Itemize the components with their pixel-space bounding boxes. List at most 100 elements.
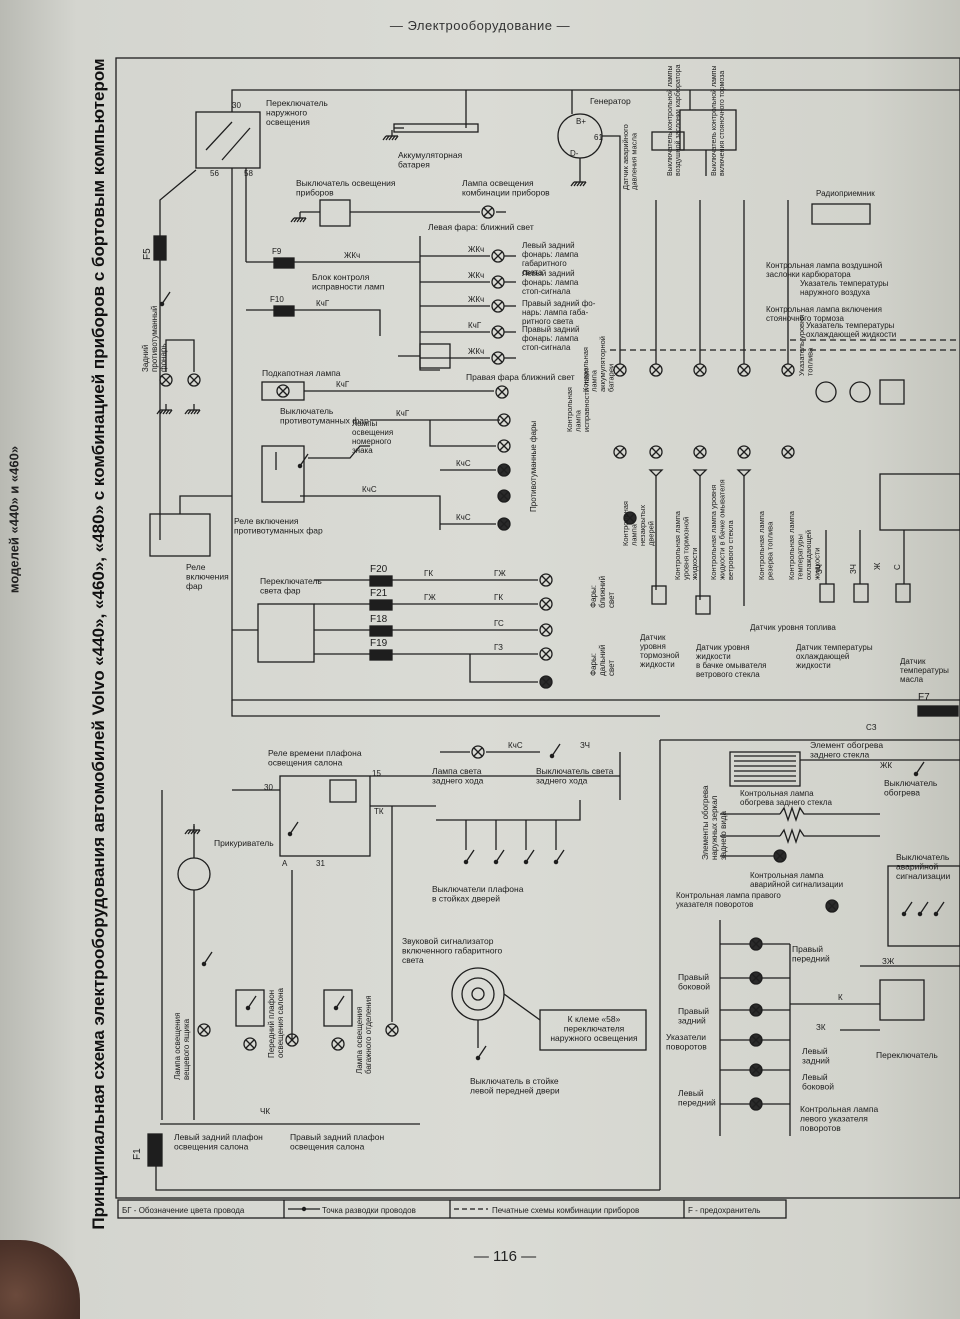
label-line: заднего хода [536, 776, 588, 786]
terminal-label: 31 [316, 859, 325, 868]
fuse-icon [369, 575, 393, 587]
label-line: заднего стекла [810, 750, 870, 760]
label-line: задний [802, 1056, 830, 1066]
carb-unit-icon [651, 131, 685, 151]
lamp-body [613, 363, 627, 377]
lamp-icon [491, 325, 505, 339]
switch-blade [935, 901, 945, 915]
label-line: поворотов [666, 1042, 707, 1052]
ground-hatch [187, 409, 192, 415]
mirror-heater-element [779, 827, 880, 845]
lamp-cross [695, 447, 705, 457]
label-line: передний [792, 954, 830, 964]
label-line: ритного света [522, 317, 574, 326]
ground-hatch [582, 181, 587, 187]
label-line: охлаждающей жидкости [806, 330, 896, 339]
wire-code: СЗ [866, 723, 877, 732]
lamp-icon [491, 299, 505, 313]
label-line: левой передней двери [470, 1086, 560, 1096]
lamp-cross [499, 519, 509, 529]
lamp-body [491, 249, 505, 263]
dome-relay-box [279, 775, 371, 857]
label-line: Подкапотная лампа [262, 368, 341, 378]
wire-code: Ж [873, 562, 882, 570]
gauge-icon [849, 381, 871, 403]
lamp-cross [625, 513, 635, 523]
ground-hatch [299, 217, 304, 223]
generator-icon [557, 113, 603, 159]
label-line: наружных зеркал [710, 795, 719, 860]
label-line: фонарь: лампа [522, 250, 579, 259]
fuse-icon [153, 235, 167, 261]
ground-hatch [290, 217, 295, 223]
label-line: К клеме «58» [568, 1014, 621, 1024]
lamp-body [491, 351, 505, 365]
lamp-body [781, 445, 795, 459]
switch-icon [297, 453, 309, 469]
label-line: Переключатель [876, 1050, 938, 1060]
terminal-label: В+ [576, 117, 586, 126]
wire-code: ЗК [816, 1023, 826, 1032]
label: Передний плафоносвещения салона [267, 987, 285, 1058]
ground-hatch [190, 409, 195, 415]
label-line: Звуковой сигнализатор [402, 936, 494, 946]
fuse-label: F21 [370, 588, 388, 599]
label-line: освещения салона [290, 1142, 365, 1152]
ground-hatch [570, 181, 575, 187]
lamp-body [471, 745, 485, 759]
lamp-cross [541, 575, 551, 585]
label: Правый задний фо-нарь: лампа габа-ритног… [522, 299, 596, 326]
lamp-body [539, 597, 553, 611]
lamp-body [539, 573, 553, 587]
lamp-icon [385, 1023, 399, 1037]
terminal-label: А [282, 859, 288, 868]
label-line: Лампа освещения [462, 178, 534, 188]
fuse-icon [273, 305, 295, 317]
ground-hatch [391, 135, 396, 141]
label-line: Реле включения [234, 516, 299, 526]
label-line: заднего хода [432, 776, 484, 786]
label-line: жидкости [640, 660, 675, 669]
lamp-body [385, 1023, 399, 1037]
lamp-cross [473, 747, 483, 757]
bus-56 [231, 168, 960, 701]
terminal-label: 56 [210, 169, 219, 178]
label-line: включения стояночного тормоза [719, 71, 726, 176]
lamp-icon [539, 597, 553, 611]
label: Правая фара ближний свет [466, 372, 575, 382]
lamp-body [491, 325, 505, 339]
label-line: нарь: лампа габа- [522, 308, 589, 317]
switch-lever [205, 121, 233, 151]
lamp-cross [278, 386, 288, 396]
lamp-cross [651, 365, 661, 375]
components [147, 109, 960, 1212]
label-line: давления масла [630, 132, 639, 190]
rear-fog-label: Заднийпротивотуманныйфонарь [141, 306, 168, 372]
fuse-label: F9 [272, 247, 282, 256]
lamp-cross [161, 375, 171, 385]
label-line: Правый [678, 1006, 709, 1016]
lamp-cross [287, 1035, 297, 1045]
label-line: боковой [678, 982, 710, 992]
label-line: номерного [352, 437, 392, 446]
label-line: противотуманный [150, 306, 159, 372]
label-line: знака [352, 446, 373, 455]
wire-code: КчС [508, 741, 523, 750]
label-line: незакрытых [638, 505, 647, 546]
label-line: Правый [792, 944, 823, 954]
wire [503, 993, 541, 1021]
label-line: Переключатель [266, 98, 328, 108]
label-line: F21 [370, 588, 388, 599]
lamp-icon [159, 373, 173, 387]
